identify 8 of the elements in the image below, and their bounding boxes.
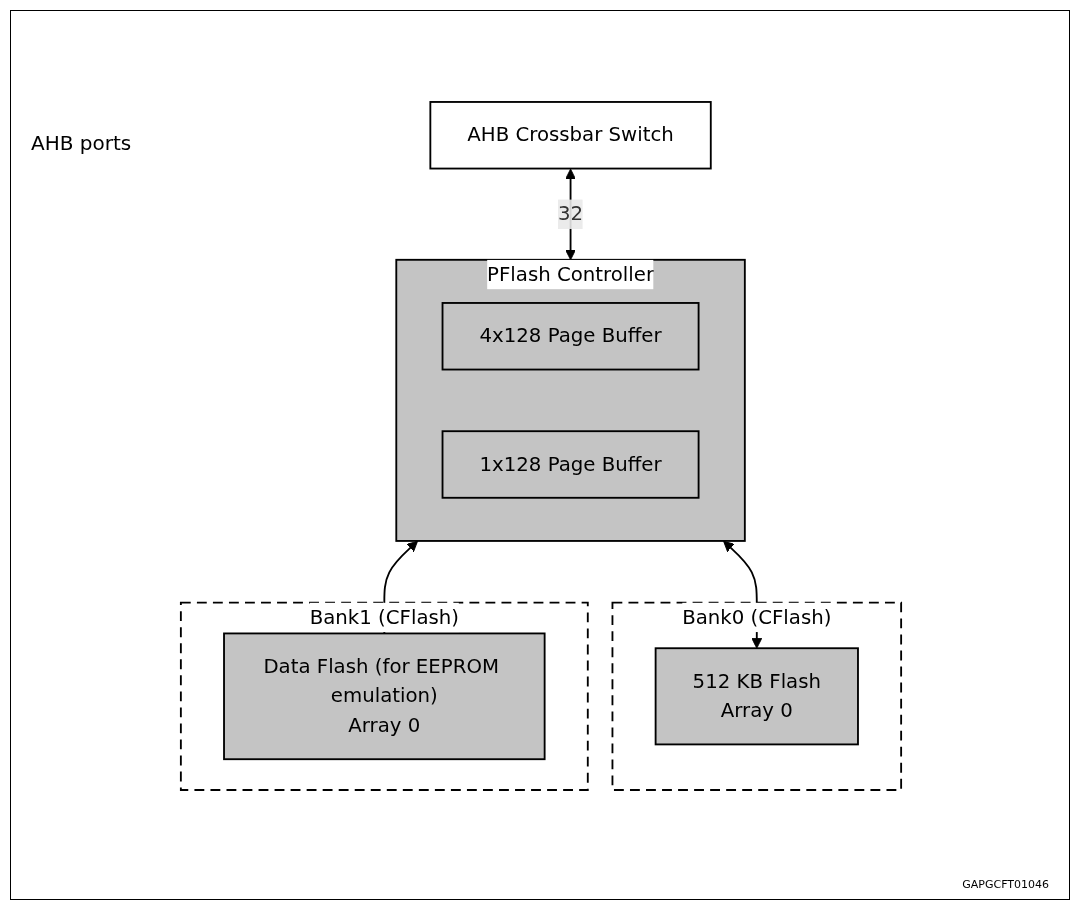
node-box: AHB Crossbar Switch [429,101,712,170]
node-box: Data Flash (for EEPROM emulation) Array 0 [223,632,546,761]
node-box: 1x128 Page Buffer [441,430,700,499]
node-box: 4x128 Page Buffer [441,302,700,371]
edge-label: 32 [558,201,584,226]
bus-label: AHB ports [31,131,132,155]
node-box: 512 KB Flash Array 0 [654,647,859,746]
figure-id: GAPGCFT01046 [962,878,1049,891]
